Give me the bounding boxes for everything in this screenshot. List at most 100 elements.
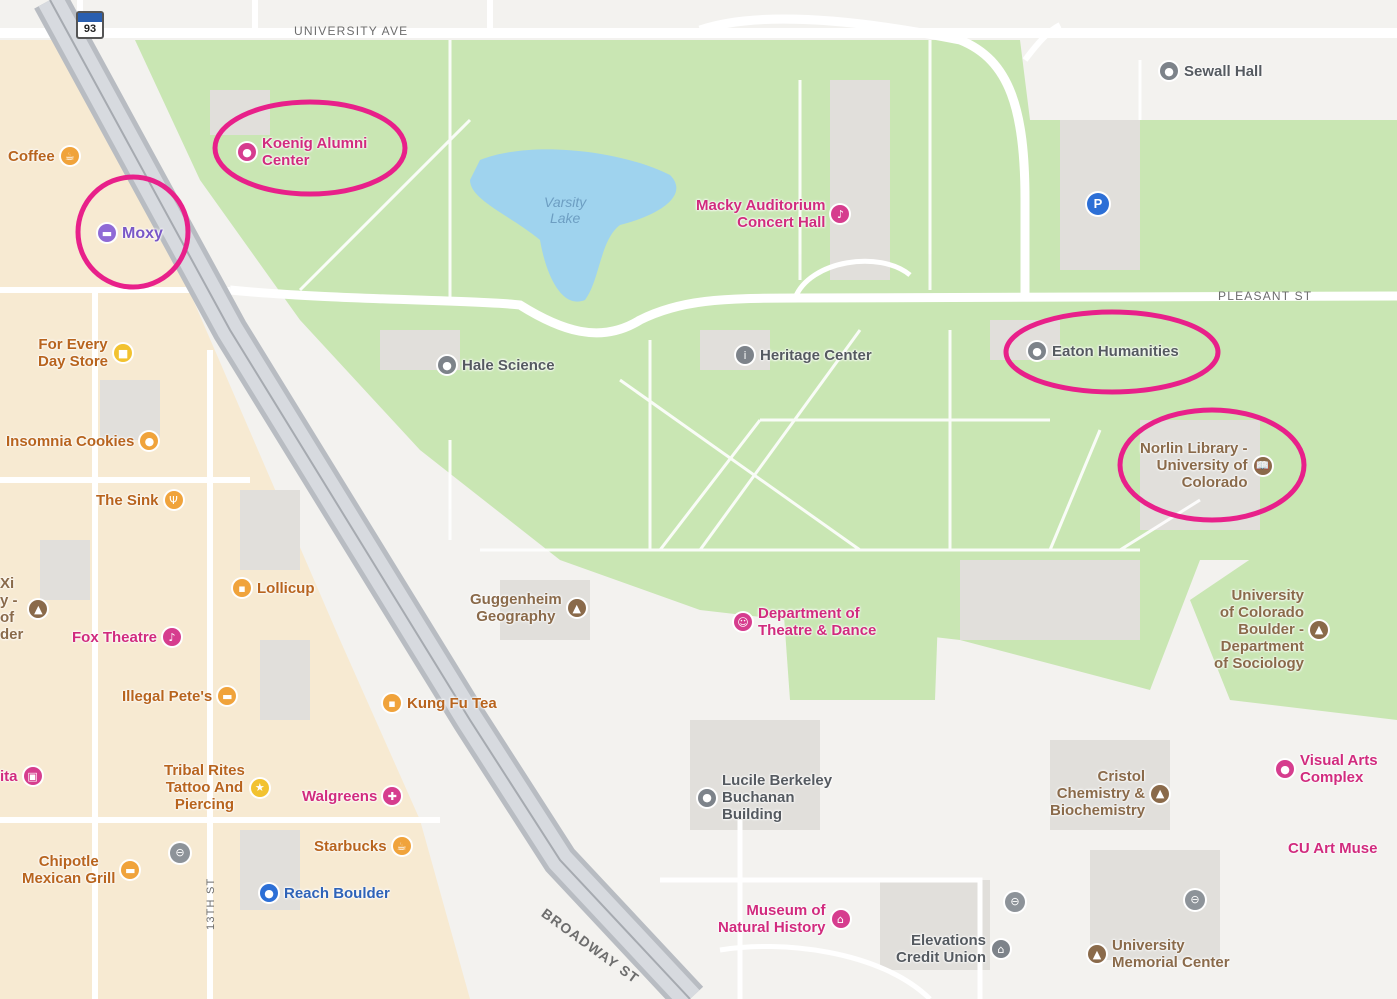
transit-stop-icon[interactable]: ⊖ bbox=[170, 843, 190, 863]
building-icon: ● bbox=[1028, 342, 1046, 360]
poi-guggenheim-geography[interactable]: Guggenheim Geography ▲ bbox=[470, 591, 586, 625]
building-icon: ● bbox=[438, 356, 456, 374]
poi-visual-arts-complex[interactable]: ● Visual Arts Complex bbox=[1276, 752, 1378, 786]
poi-label: Visual Arts Complex bbox=[1300, 752, 1378, 786]
bank-icon: ⌂ bbox=[992, 940, 1010, 958]
poi-hale-science[interactable]: ● Hale Science bbox=[438, 356, 555, 374]
pin-icon: ● bbox=[260, 884, 278, 902]
street-label-university-ave: UNIVERSITY AVE bbox=[294, 24, 409, 38]
street-label-pleasant-st: PLEASANT ST bbox=[1218, 289, 1313, 303]
poi-label: University of Colorado Boulder - Departm… bbox=[1214, 587, 1304, 672]
pill-icon: ✚ bbox=[383, 787, 402, 805]
poi-label: Reach Boulder bbox=[284, 884, 390, 902]
poi-koenig-alumni-center[interactable]: ● Koenig Alumni Center bbox=[238, 135, 367, 169]
graduation-cap-icon: ▲ bbox=[1151, 784, 1170, 803]
poi-moxy[interactable]: ▬ Moxy bbox=[98, 224, 163, 242]
poi-lollicup[interactable]: ▪ Lollicup bbox=[233, 579, 315, 597]
poi-label: Lollicup bbox=[257, 579, 315, 597]
poi-reach-boulder[interactable]: ● Reach Boulder bbox=[260, 884, 390, 902]
poi-label: Chipotle Mexican Grill bbox=[22, 853, 116, 887]
poi-tribal-rites[interactable]: Tribal Rites Tattoo And Piercing ★ bbox=[164, 762, 269, 813]
poi-label: CU Art Muse bbox=[1288, 840, 1378, 857]
poi-norlin-library[interactable]: Norlin Library - University of Colorado … bbox=[1140, 440, 1272, 491]
poi-lucile-berkeley[interactable]: ● Lucile Berkeley Buchanan Building bbox=[698, 772, 832, 823]
poi-for-every-day-store[interactable]: For Every Day Store ■ bbox=[38, 336, 133, 370]
music-note-icon: ♪ bbox=[831, 205, 850, 223]
poi-label: Fox Theatre bbox=[72, 628, 158, 646]
poi-ita-partial[interactable]: ita ▣ bbox=[0, 767, 42, 785]
lake-label: Varsity Lake bbox=[544, 194, 587, 226]
street-label-13th-st: 13TH ST bbox=[205, 877, 217, 930]
graduation-cap-icon: ▲ bbox=[29, 600, 48, 618]
poi-label: Xi y - of der bbox=[0, 575, 24, 643]
parking-badge[interactable]: P bbox=[1087, 193, 1109, 215]
info-icon: i bbox=[736, 346, 754, 364]
building-icon: ● bbox=[698, 788, 716, 807]
transit-stop-icon[interactable]: ⊖ bbox=[1185, 890, 1205, 910]
graduation-cap-icon: ▲ bbox=[567, 599, 586, 617]
poi-theatre-dance[interactable]: ☺ Department of Theatre & Dance bbox=[734, 605, 876, 639]
star-icon: ★ bbox=[250, 778, 269, 797]
poi-heritage-center[interactable]: i Heritage Center bbox=[736, 346, 872, 364]
music-note-icon: ♪ bbox=[163, 628, 182, 646]
poi-kung-fu-tea[interactable]: ▪ Kung Fu Tea bbox=[383, 694, 497, 712]
venue-icon: ● bbox=[1276, 760, 1294, 778]
poi-label: Heritage Center bbox=[760, 346, 872, 364]
poi-label: For Every Day Store bbox=[38, 336, 109, 370]
graduation-cap-icon: ▲ bbox=[1310, 620, 1328, 639]
poi-label: Department of Theatre & Dance bbox=[758, 605, 877, 639]
highway-shield: 93 bbox=[76, 11, 104, 39]
poi-label: Walgreens bbox=[302, 787, 378, 805]
poi-eaton-humanities[interactable]: ● Eaton Humanities bbox=[1028, 342, 1179, 360]
poi-elevations-credit-union[interactable]: Elevations Credit Union ⌂ bbox=[896, 932, 1010, 966]
poi-label: Kung Fu Tea bbox=[407, 694, 497, 712]
poi-label: Eaton Humanities bbox=[1052, 342, 1179, 360]
poi-university-memorial-center[interactable]: ▲ University Memorial Center bbox=[1088, 937, 1230, 971]
highway-shield-number: 93 bbox=[83, 23, 97, 35]
poi-walgreens[interactable]: Walgreens ✚ bbox=[302, 787, 402, 805]
poi-starbucks[interactable]: Starbucks ☕ bbox=[314, 837, 411, 855]
poi-xi-partial[interactable]: Xi y - of der ▲ bbox=[0, 575, 48, 643]
food-icon: ▬ bbox=[121, 861, 140, 879]
coffee-icon: ☕ bbox=[392, 837, 411, 855]
poi-fox-theatre[interactable]: Fox Theatre ♪ bbox=[72, 628, 182, 646]
museum-icon: ⌂ bbox=[831, 910, 850, 928]
poi-label: Lucile Berkeley Buchanan Building bbox=[722, 772, 833, 823]
food-icon: ▬ bbox=[218, 687, 237, 705]
poi-museum-natural-history[interactable]: Museum of Natural History ⌂ bbox=[718, 902, 850, 936]
poi-label: Coffee bbox=[8, 147, 55, 165]
cup-icon: ▪ bbox=[233, 579, 251, 597]
poi-label: Hale Science bbox=[462, 356, 555, 374]
poi-macky-auditorium[interactable]: Macky Auditorium Concert Hall ♪ bbox=[696, 197, 850, 231]
transit-stop-icon[interactable]: ⊖ bbox=[1005, 892, 1025, 912]
poi-label: Tribal Rites Tattoo And Piercing bbox=[164, 762, 245, 813]
poi-sewall-hall[interactable]: ● Sewall Hall bbox=[1160, 62, 1262, 80]
poi-cu-art-museum[interactable]: CU Art Muse bbox=[1288, 840, 1377, 857]
store-icon: ■ bbox=[114, 344, 133, 362]
poi-coffee[interactable]: Coffee ☕ bbox=[8, 147, 79, 165]
poi-insomnia-cookies[interactable]: Insomnia Cookies ● bbox=[6, 432, 159, 450]
poi-label: Starbucks bbox=[314, 837, 387, 855]
poi-cristol-chemistry[interactable]: Cristol Chemistry & Biochemistry ▲ bbox=[1050, 768, 1170, 819]
building-icon: ● bbox=[1160, 62, 1178, 80]
poi-chipotle[interactable]: Chipotle Mexican Grill ▬ bbox=[22, 853, 140, 887]
poi-label: Koenig Alumni Center bbox=[262, 135, 368, 169]
poi-label: ita bbox=[0, 767, 18, 785]
poi-the-sink[interactable]: The Sink Ψ bbox=[96, 491, 183, 509]
poi-label: The Sink bbox=[96, 491, 159, 509]
poi-label: Norlin Library - University of Colorado bbox=[1140, 440, 1248, 491]
poi-cu-sociology[interactable]: University of Colorado Boulder - Departm… bbox=[1214, 587, 1328, 672]
poi-illegal-petes[interactable]: Illegal Pete's ▬ bbox=[122, 687, 237, 705]
tea-icon: ▪ bbox=[383, 694, 401, 712]
fork-knife-icon: Ψ bbox=[164, 491, 183, 509]
poi-label: Guggenheim Geography bbox=[470, 591, 562, 625]
venue-icon: ● bbox=[238, 143, 256, 161]
book-icon: 📖 bbox=[1253, 456, 1272, 475]
poi-label: University Memorial Center bbox=[1112, 937, 1230, 971]
poi-label: Insomnia Cookies bbox=[6, 432, 135, 450]
poi-label: Museum of Natural History bbox=[718, 902, 826, 936]
graduation-cap-icon: ▲ bbox=[1088, 945, 1106, 963]
poi-label: Sewall Hall bbox=[1184, 62, 1263, 80]
